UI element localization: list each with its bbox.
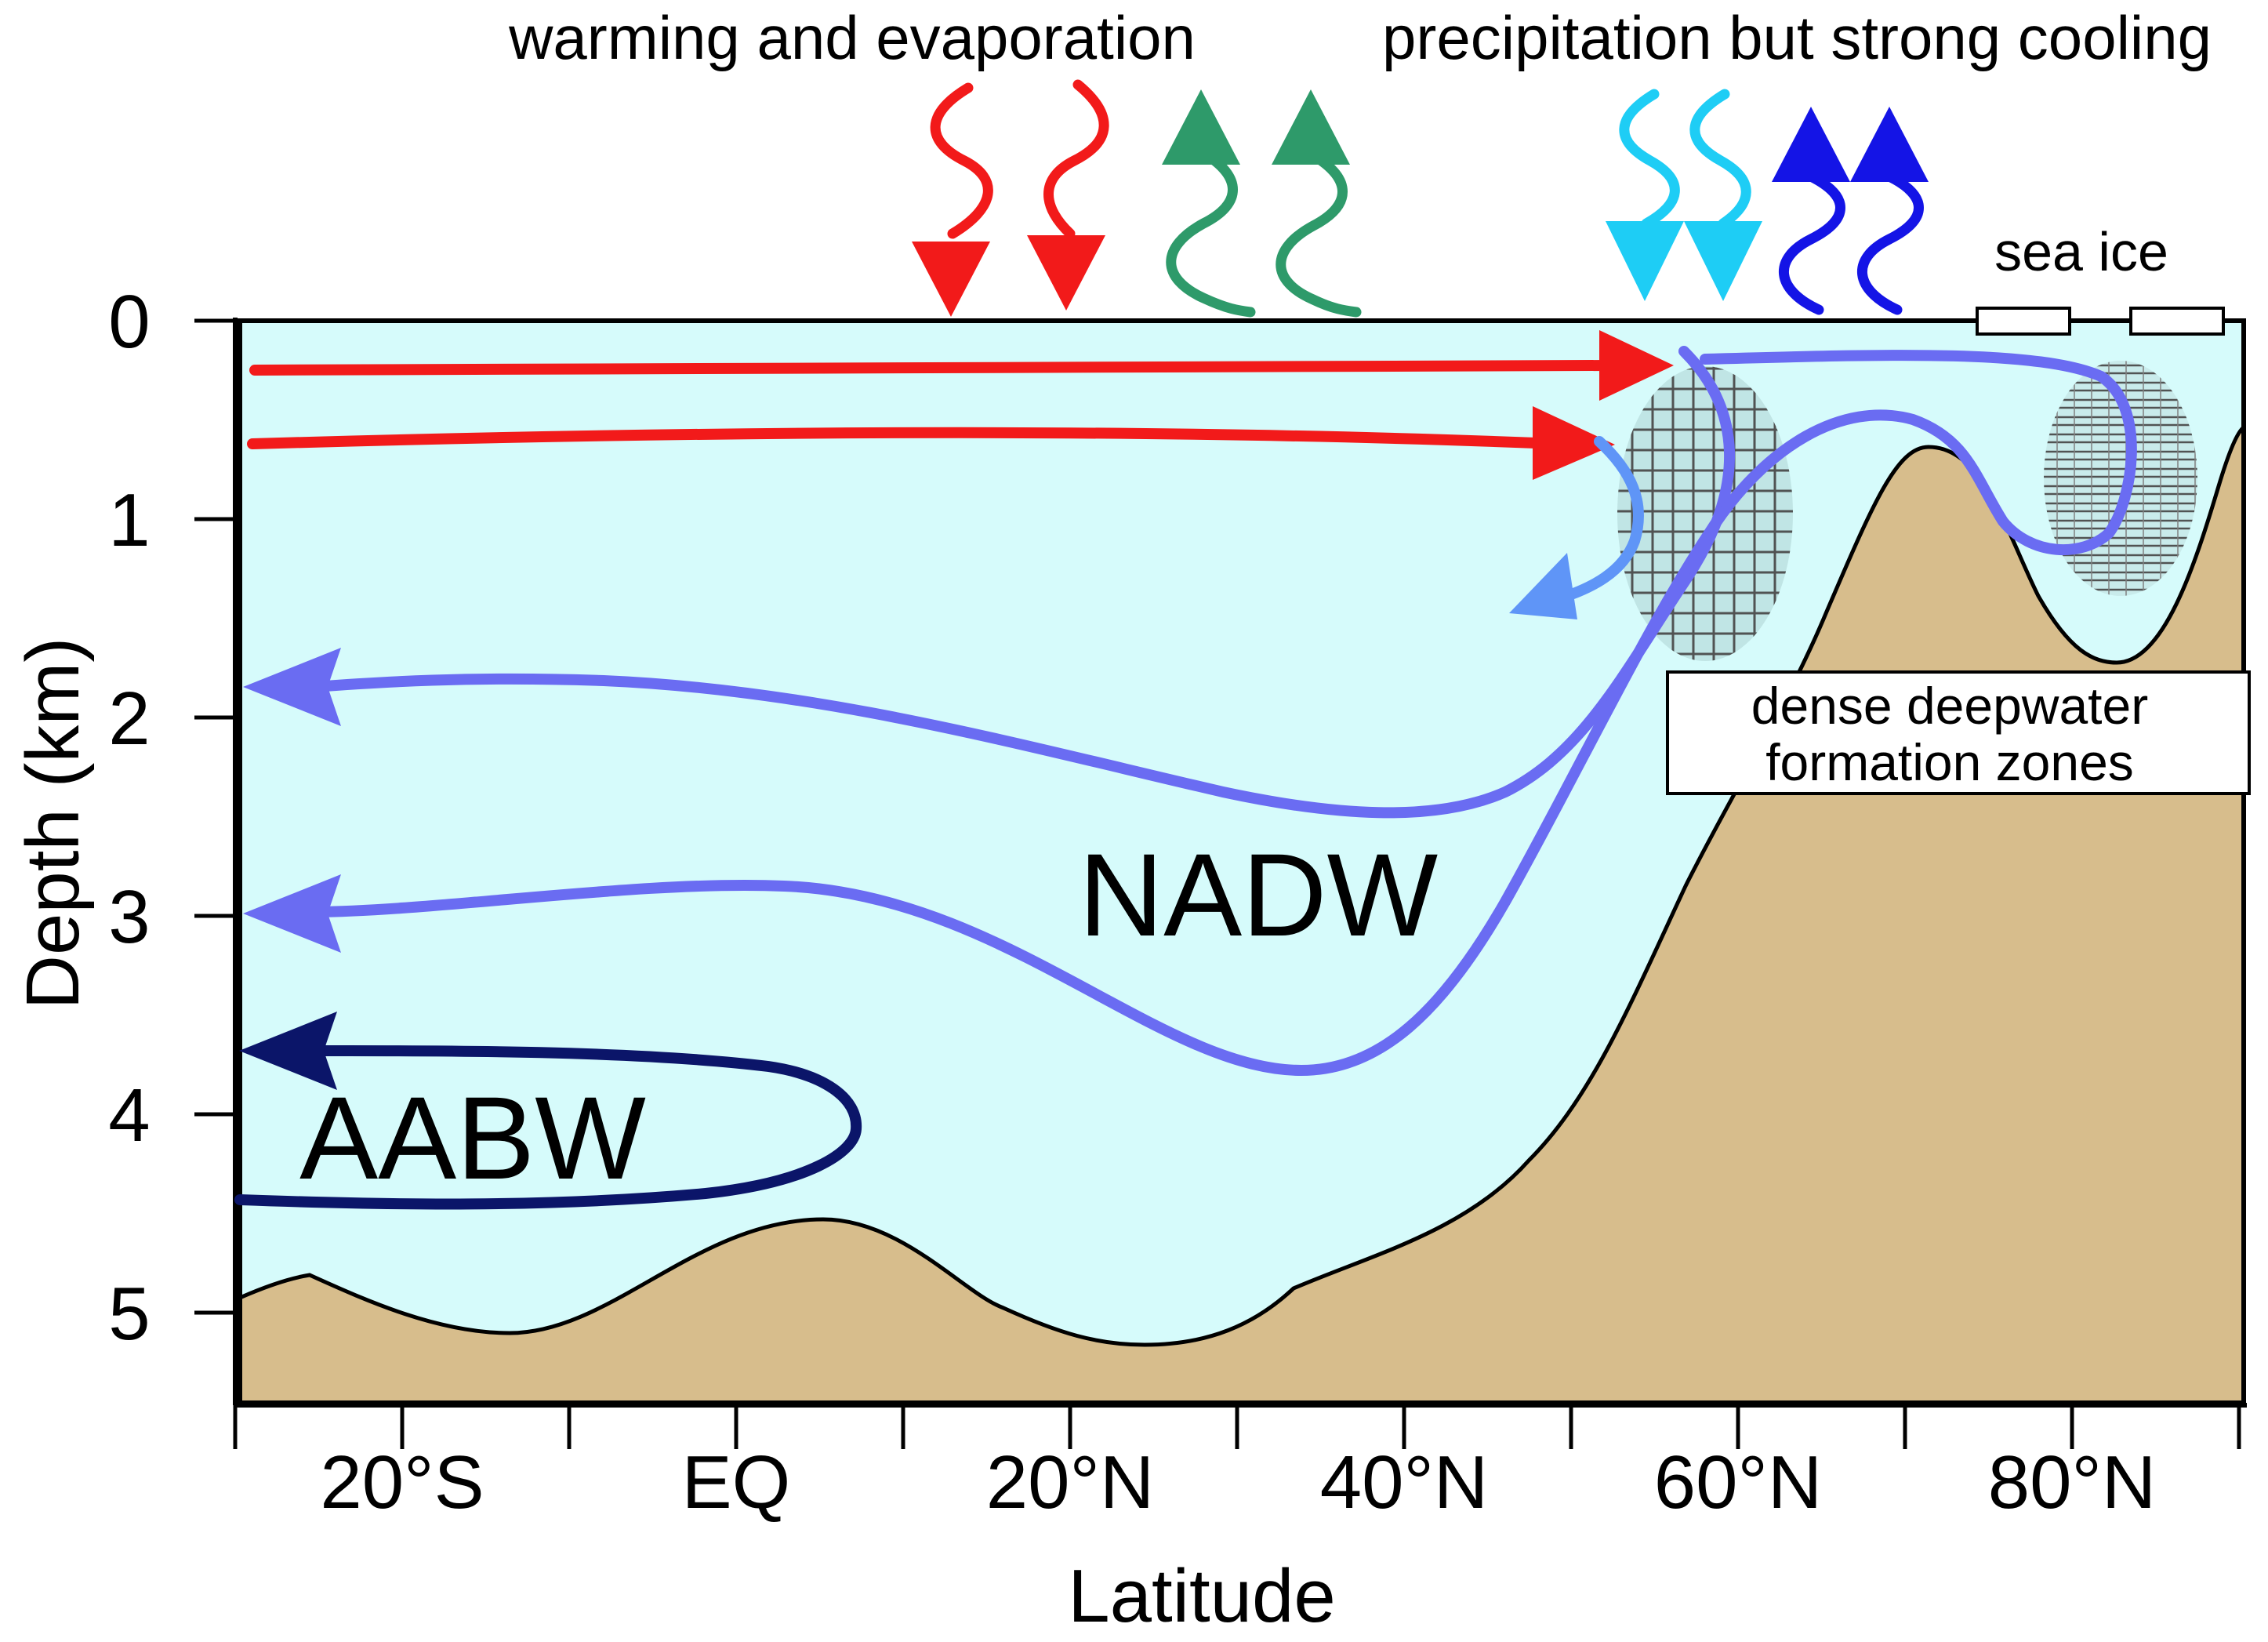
y-tick-label: 0 (108, 280, 150, 364)
y-axis-title: Depth (km) (11, 638, 95, 1010)
sinking-current-arrowhead (1509, 553, 1577, 619)
y-tick-label: 1 (108, 478, 150, 562)
cooling-arrow-1-head (1772, 107, 1850, 182)
warm-current-lower-arrowhead (1533, 406, 1615, 480)
warming-arrow-2 (1043, 79, 1109, 239)
cooling-arrow-2 (1856, 171, 1924, 315)
cooling-arrow-1 (1778, 171, 1845, 315)
aabw-label: AABW (299, 1072, 646, 1204)
precipitation-arrow-1-head (1606, 221, 1684, 301)
formation-zones-label-line-1: dense deepwater (1751, 677, 2148, 735)
aabw-flow (234, 1044, 862, 1210)
warm-surface-currents (247, 330, 1674, 480)
warming-evaporation-label: warming and evaporation (508, 3, 1196, 72)
evaporation-arrow-1-head (1162, 89, 1240, 165)
formation-zone-nordic (2044, 361, 2197, 596)
formation-zones-label-box (1666, 670, 2251, 795)
seafloor (240, 424, 2244, 1403)
x-tick-label: EQ (682, 1440, 791, 1524)
x-tick-label: 80°N (1988, 1440, 2157, 1524)
evaporation-arrow-2 (1276, 150, 1362, 318)
evaporation-arrow-2-head (1272, 89, 1350, 165)
warm-current-upper-arrowhead (1599, 330, 1674, 401)
surface-flux-arrows (912, 79, 1929, 318)
precipitation-cooling-label: precipitation but strong cooling (1382, 3, 2212, 72)
y-axis-ticks: 0 1 2 3 4 5 (108, 280, 235, 1356)
cooling-arrow-2-head (1850, 107, 1929, 182)
evaporation-arrow-1 (1166, 147, 1256, 318)
precipitation-arrow-2-head (1684, 221, 1762, 301)
sea-ice-floe-2 (2129, 307, 2225, 336)
warming-arrow-1 (930, 82, 993, 239)
nadw-flow-lower-arrowhead (243, 874, 341, 953)
warm-current-upper (249, 360, 1613, 376)
x-tick-label: 20°N (986, 1440, 1155, 1524)
x-axis-ticks: 20°S EQ 20°N 40°N 60°N 80°N (233, 1405, 2241, 1524)
nadw-label: NADW (1079, 829, 1439, 961)
sea-ice-floe-1 (1976, 307, 2071, 336)
x-tick-label: 20°S (320, 1440, 484, 1524)
aabw-flow-arrowhead (239, 1012, 337, 1090)
x-axis-title: Latitude (1068, 1554, 1336, 1638)
precipitation-arrow-2 (1689, 89, 1751, 229)
sinking-current (1555, 436, 1644, 604)
x-tick-label: 60°N (1654, 1440, 1823, 1524)
nadw-flow-upper-arrowhead (243, 648, 341, 726)
nadw-flow-lower (308, 350, 2137, 1077)
y-tick-label: 4 (108, 1073, 150, 1157)
sea-ice-label: sea ice (1994, 221, 2168, 282)
nadw-flows (243, 346, 2137, 1077)
y-tick-label: 3 (108, 875, 150, 959)
formation-zones-label-line-2: formation zones (1765, 733, 2134, 791)
x-tick-label: 40°N (1320, 1440, 1489, 1524)
formation-zone-labrador (1617, 366, 1793, 661)
warm-current-lower (247, 427, 1542, 449)
y-tick-label: 2 (108, 677, 150, 761)
precipitation-arrow-1 (1619, 89, 1680, 229)
y-tick-label: 5 (108, 1272, 150, 1356)
warming-arrow-1-head (912, 242, 990, 317)
warming-arrow-2-head (1027, 235, 1105, 311)
